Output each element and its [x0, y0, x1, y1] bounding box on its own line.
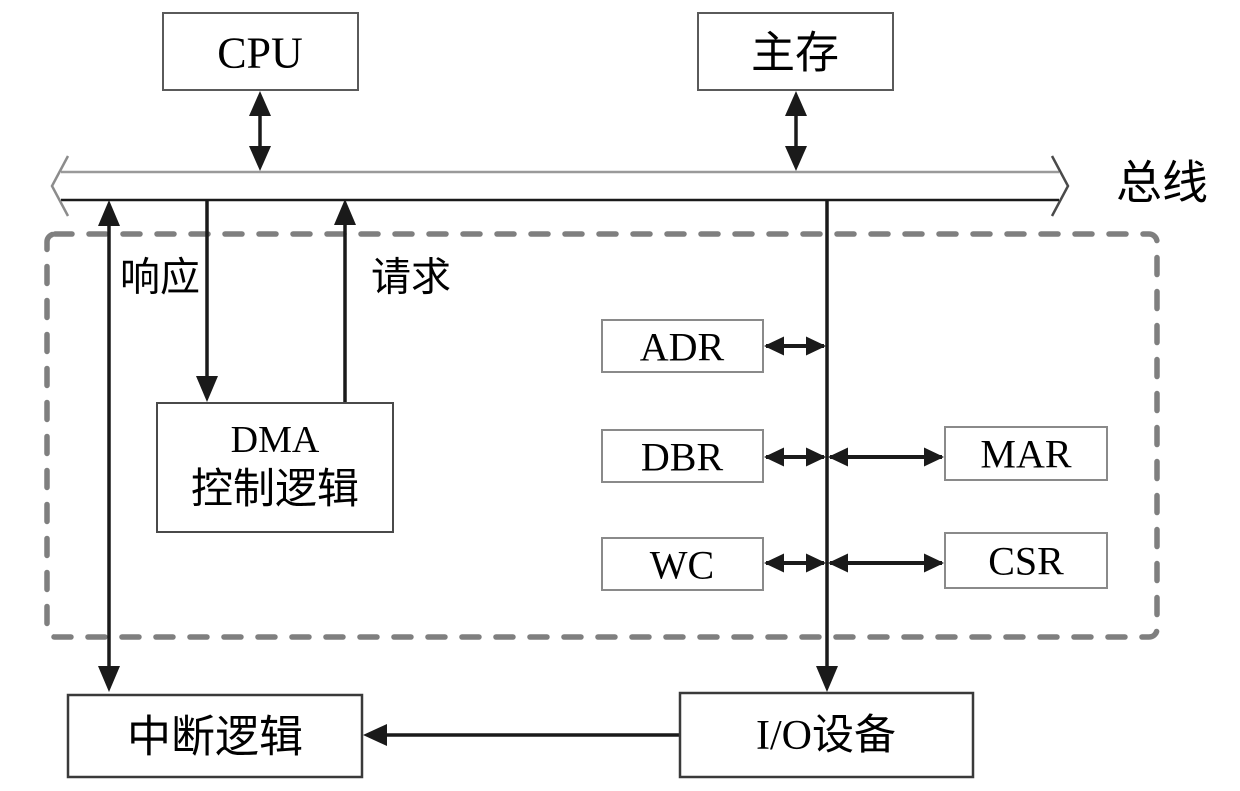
- dma-control-logic-box: [156, 402, 394, 533]
- memory-bus-arrow: [785, 91, 807, 171]
- main-memory-box: [697, 12, 894, 91]
- mar-register-box: [944, 426, 1108, 481]
- csr-register-box: [944, 532, 1108, 589]
- cpu-box: [162, 12, 359, 91]
- request-label: 请求: [371, 255, 451, 300]
- dbr-register-box: [601, 429, 764, 483]
- bus-label: 总线: [1116, 158, 1208, 209]
- csr-register-label: CSR: [988, 539, 1064, 584]
- wc-register-label: WC: [650, 543, 714, 588]
- mar-register-label: MAR: [980, 432, 1071, 477]
- io-device-box: [678, 691, 975, 779]
- line-mar-arrow: [828, 447, 944, 467]
- response-label: 响应: [120, 255, 200, 300]
- bus-interrupt-arrow: [98, 200, 120, 692]
- dma-controller-dashed-border: [44, 231, 1160, 640]
- response-arrow: [196, 200, 218, 402]
- system-bus-arrow: [50, 155, 1070, 217]
- io-interrupt-arrow: [363, 724, 680, 746]
- bus-right-arrowhead: [1050, 155, 1070, 217]
- line-csr-arrow: [828, 553, 944, 573]
- wc-register-box: [601, 537, 764, 591]
- adr-register-box: [601, 319, 764, 373]
- bus-io-line: [816, 200, 838, 692]
- dma-control-logic-label-line1: DMA: [231, 419, 320, 461]
- dbr-line-arrow: [764, 447, 826, 467]
- wc-line-arrow: [764, 553, 826, 573]
- dbr-register-label: DBR: [641, 435, 724, 480]
- adr-line-arrow: [764, 336, 826, 356]
- interrupt-logic-label: 中断逻辑: [127, 713, 303, 762]
- main-memory-label: 主存: [751, 29, 839, 78]
- request-arrow: [334, 199, 356, 403]
- dma-control-logic-label-line2: 控制逻辑: [191, 467, 359, 513]
- bus-left-arrowhead: [50, 155, 70, 217]
- io-device-label: I/O设备: [756, 713, 896, 759]
- interrupt-logic-box: [66, 693, 364, 779]
- adr-register-label: ADR: [640, 325, 725, 370]
- cpu-bus-arrow: [249, 91, 271, 171]
- cpu-label: CPU: [217, 29, 303, 78]
